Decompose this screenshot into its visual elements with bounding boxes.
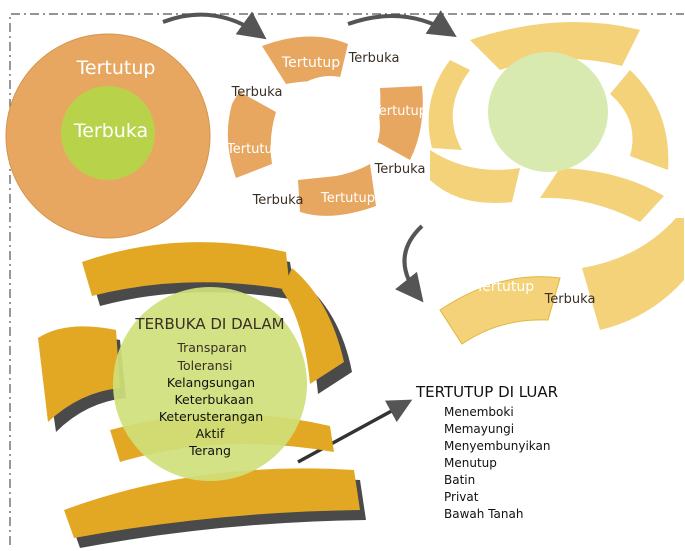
dashed-frame (9, 13, 684, 545)
inside-item-1: Transparan (176, 340, 246, 355)
stage4-label-open: Terbuka (544, 292, 596, 307)
stage2-label-bottom: Tertutup (320, 191, 375, 206)
stage-5-final-form: TERBUKA DI DALAM Transparan Toleransi Ke… (38, 242, 366, 548)
shell-right (282, 268, 344, 384)
inner-circle-open (61, 86, 155, 180)
stage2-label-topright: Terbuka (348, 51, 400, 66)
inside-item-2: Toleransi (176, 358, 232, 373)
pinwheel-blade-4 (430, 150, 520, 204)
inside-item-4: Keterbukaan (174, 392, 253, 407)
shell-bottom (64, 468, 360, 538)
stage-2-segmented-ring: Tertutup Terbuka Terbuka Tertutup Tertut… (226, 36, 427, 216)
outside-item-1: Menemboki (444, 405, 514, 419)
stage1-inner-label: Terbuka (73, 120, 148, 142)
outside-list: TERTUTUP DI LUAR Menemboki Memayungi Men… (415, 383, 558, 521)
pinwheel-blade-1 (470, 22, 640, 70)
outside-item-3: Menyembunyikan (444, 439, 550, 453)
outside-item-6: Privat (444, 490, 479, 504)
shell-top (82, 242, 290, 296)
arrow-2-to-3 (347, 10, 457, 38)
stage2-label-bottom-left: Terbuka (252, 193, 304, 208)
stage2-label-right: Tertutup (372, 104, 427, 119)
segment-top (262, 36, 348, 86)
ring-hole (280, 76, 380, 176)
arrow-3-to-4 (395, 224, 424, 303)
stage-1-concentric: Tertutup Terbuka (5, 33, 211, 239)
segment-left (227, 92, 276, 178)
inside-item-6: Aktif (196, 426, 225, 441)
stage2-label-top: Tertutup (281, 55, 340, 71)
outside-title: TERTUTUP DI LUAR (415, 383, 558, 401)
shell-left (38, 326, 120, 422)
stage2-label-left: Tertutup (226, 142, 281, 157)
stage2-label-left-top: Terbuka (231, 85, 283, 100)
pinwheel-blade-3 (540, 168, 664, 222)
stage2-label-right-bottom: Terbuka (374, 162, 426, 177)
outside-item-5: Batin (444, 473, 475, 487)
stage4-label-closed: Tertutup (475, 279, 534, 295)
stage-4-fragments: Tertutup Terbuka (439, 218, 684, 345)
stage-3-pinwheel (428, 22, 669, 222)
segment-right (374, 86, 423, 160)
arrow-inside-to-outside (297, 399, 413, 464)
outside-item-2: Memayungi (444, 422, 514, 436)
inside-item-5: Keterusterangan (159, 409, 263, 424)
pinwheel-blade-5 (428, 60, 470, 150)
inside-title: TERBUKA DI DALAM (134, 315, 284, 333)
fragment-closed (439, 276, 561, 345)
stage1-outer-label: Tertutup (76, 57, 156, 79)
outside-item-7: Bawah Tanah (444, 507, 523, 521)
fragment-open (582, 218, 684, 330)
arrow-1-to-2 (162, 11, 267, 40)
outside-item-4: Menutup (444, 456, 497, 470)
pinwheel-blade-2 (610, 70, 669, 170)
inside-item-3: Kelangsungan (167, 375, 255, 390)
pinwheel-core (488, 52, 608, 172)
inside-item-7: Terang (188, 443, 231, 458)
segment-bottom (298, 164, 376, 216)
inner-core-circle (113, 287, 307, 481)
